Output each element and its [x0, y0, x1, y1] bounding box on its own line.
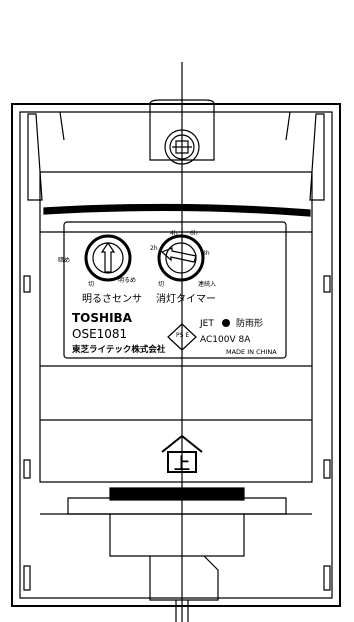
sensor-off-label: 切	[88, 281, 94, 288]
maker-name: 東芝ライテック株式会社	[72, 344, 166, 355]
outer-housing	[11, 103, 341, 607]
sensor-knob-pointer	[100, 241, 116, 273]
connector-block	[109, 514, 245, 557]
timer-caption: 消灯タイマー	[156, 292, 216, 305]
right-top-rib	[309, 113, 325, 201]
connector-tab	[149, 555, 219, 601]
front-panel	[39, 171, 313, 483]
sensor-dark-label: 暗め	[58, 256, 70, 264]
timer-mark-6h: 6h	[190, 230, 198, 237]
timer-mark-4h: 4h	[170, 230, 178, 237]
up-mark-roof	[161, 434, 203, 453]
sensor-bright-label: 明るめ	[118, 277, 136, 284]
up-mark-box	[167, 451, 197, 473]
left-low-grip	[23, 459, 31, 479]
sensor-knob-inner	[92, 242, 124, 274]
up-mark-label: 上	[174, 454, 190, 473]
left-mid-grip	[23, 275, 31, 293]
bottom-rail-dark	[109, 487, 245, 501]
brand-name: TOSHIBA	[72, 311, 133, 325]
screw-head-inner	[169, 134, 195, 160]
right-bottom-grip	[323, 565, 331, 591]
weatherproof-label: 防雨形	[236, 317, 263, 329]
screw-slot	[175, 140, 189, 154]
timer-mark-2h: 2h	[150, 245, 158, 252]
jet-mark: JET	[199, 319, 214, 329]
pse-mark: PS E	[176, 332, 189, 339]
right-mid-grip	[323, 275, 331, 293]
rating-label: AC100V 8A	[200, 335, 251, 345]
left-bottom-grip	[23, 565, 31, 591]
left-top-rib	[27, 113, 43, 201]
jet-dot-icon	[222, 319, 230, 327]
timer-knob-pointer	[160, 247, 197, 263]
inner-housing	[19, 111, 333, 599]
right-low-grip	[323, 459, 331, 479]
timer-knob-outer[interactable]	[157, 234, 205, 282]
cover-lip	[43, 203, 311, 217]
timer-mark-8h: 8h	[202, 250, 210, 257]
right-top-line	[285, 111, 291, 141]
timer-off-label: 切	[158, 281, 164, 288]
sensor-knob-outer[interactable]	[84, 234, 132, 282]
timer-knob-inner	[165, 242, 197, 274]
sensor-caption: 明るさセンサ	[82, 293, 142, 305]
screw-boss	[149, 99, 215, 161]
model-number: OSE1081	[72, 327, 127, 341]
timer-always-on-label: 連続入	[198, 280, 216, 288]
pse-diamond	[167, 323, 197, 351]
label-plate	[63, 221, 287, 359]
left-top-line	[59, 111, 65, 141]
screw-head-outer	[164, 129, 200, 165]
origin-label: MADE IN CHINA	[226, 348, 277, 356]
